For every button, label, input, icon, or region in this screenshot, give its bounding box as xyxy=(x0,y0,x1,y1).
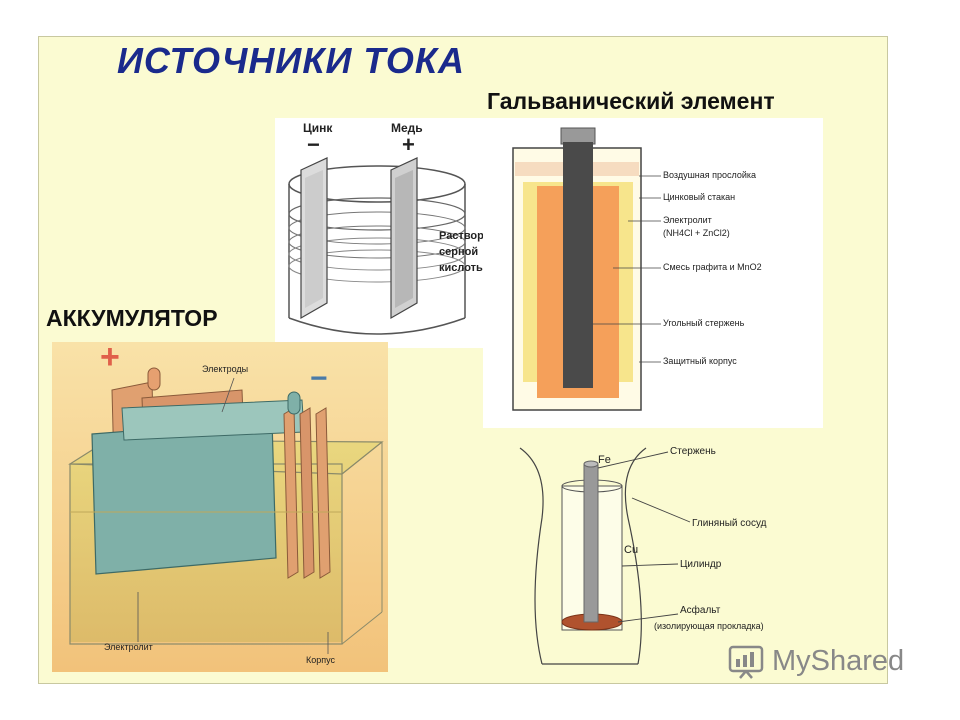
watermark: MyShared xyxy=(728,643,904,679)
dry-cell-diagram xyxy=(512,127,661,411)
dry-cell-panel: Воздушная прослойка Цинковый стакан Элек… xyxy=(483,118,823,428)
electrolyte-label: Электролит xyxy=(663,215,712,225)
case-label: Корпус xyxy=(306,655,336,665)
volta-cell-panel: Цинк − Медь + Раствор серной кислоты xyxy=(275,118,485,348)
fe-label: Fe xyxy=(598,454,611,466)
zinc-sign: − xyxy=(307,132,320,157)
myshared-logo-icon xyxy=(728,645,764,679)
plus-sign: + xyxy=(100,338,120,376)
volta-cell-diagram xyxy=(288,157,466,335)
slide-title: ИСТОЧНИКИ ТОКА xyxy=(117,40,465,81)
solution-label-line1: Раствор xyxy=(439,230,484,242)
electrolyte-label: Электролит xyxy=(104,642,153,652)
solution-label-line2: серной xyxy=(439,246,479,258)
jacobi-cell: Fe Cu Стержень Глиняный сосуд Цилиндр Ас… xyxy=(508,438,818,670)
watermark-text: MyShared xyxy=(772,644,905,677)
solution-label-line3: кислоты xyxy=(439,262,486,274)
minus-sign: − xyxy=(310,362,328,395)
accumulator-panel: + − Электроды Электролит Корпус xyxy=(52,338,388,672)
electrolyte-formula: (NH4Cl + ZnCl2) xyxy=(663,228,730,238)
vessel-label: Глиняный сосуд xyxy=(692,518,767,529)
protective-case-label: Защитный корпус xyxy=(663,356,737,366)
asphalt-label: Асфальт xyxy=(680,605,721,616)
zinc-label: Цинк xyxy=(303,121,333,135)
zinc-cup-label: Цинковый стакан xyxy=(663,192,736,202)
accumulator-diagram xyxy=(52,342,388,672)
copper-sign: + xyxy=(402,132,415,157)
rod-label: Стержень xyxy=(670,446,716,457)
galvanic-heading: Гальванический элемент xyxy=(487,88,775,114)
cu-label: Cu xyxy=(624,544,639,556)
asphalt-note: (изолирующая прокладка) xyxy=(654,621,764,631)
electrodes-label: Электроды xyxy=(202,364,249,374)
cylinder-label: Цилиндр xyxy=(680,559,722,570)
accumulator-heading: АККУМУЛЯТОР xyxy=(46,305,218,331)
jacobi-cell-diagram xyxy=(519,447,691,665)
copper-label: Медь xyxy=(391,121,423,135)
graphite-mix-label: Смесь графита и MnO2 xyxy=(663,262,762,272)
carbon-rod-label: Угольный стержень xyxy=(663,318,745,328)
air-gap-label: Воздушная прослойка xyxy=(663,170,757,180)
